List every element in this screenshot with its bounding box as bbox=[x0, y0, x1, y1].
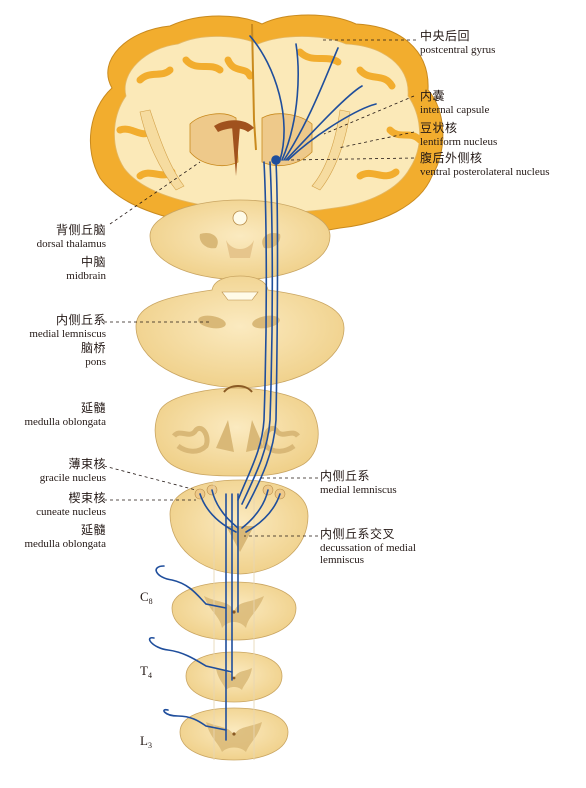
label-en: ventral posterolateral nucleus bbox=[420, 165, 550, 178]
label-vpl-nucleus: 腹后外侧核 ventral posterolateral nucleus bbox=[420, 151, 550, 178]
label-cuneate-nucleus: 楔束核 cuneate nucleus bbox=[36, 491, 106, 518]
label-zh: 腹后外侧核 bbox=[420, 151, 483, 165]
label-zh: 延髓 bbox=[80, 523, 106, 537]
level-subscript: 8 bbox=[148, 597, 153, 606]
label-en-line2: lemniscus bbox=[320, 554, 364, 567]
label-postcentral-gyrus: 中央后回 postcentral gyrus bbox=[420, 29, 496, 56]
label-zh: 楔束核 bbox=[68, 491, 106, 505]
level-letter: T bbox=[140, 663, 148, 678]
label-internal-capsule: 内囊 internal capsule bbox=[420, 89, 490, 116]
label-level-t4: T4 bbox=[140, 663, 152, 680]
label-medulla-lower: 延髓 medulla oblongata bbox=[24, 523, 106, 550]
third-ventricle bbox=[232, 126, 240, 176]
upper-medulla-section bbox=[154, 385, 319, 477]
label-en: postcentral gyrus bbox=[420, 43, 496, 56]
label-zh: 中央后回 bbox=[420, 29, 471, 43]
pons-section bbox=[135, 275, 345, 389]
level-letter: C bbox=[140, 589, 149, 604]
label-lentiform-nucleus: 豆状核 lentiform nucleus bbox=[420, 121, 498, 148]
label-medial-lemniscus-upper: 内侧丘系 medial lemniscus bbox=[29, 313, 106, 340]
leader-lines bbox=[103, 39, 416, 537]
label-zh: 薄束核 bbox=[68, 457, 106, 471]
label-zh: 内侧丘系交叉 bbox=[320, 527, 396, 541]
label-en: pons bbox=[85, 355, 106, 368]
label-gracile-nucleus: 薄束核 gracile nucleus bbox=[39, 457, 106, 484]
label-zh: 延髓 bbox=[80, 401, 106, 415]
label-pons: 脑桥 pons bbox=[80, 341, 106, 368]
label-decussation: 内侧丘系交叉 decussation of medial lemniscus bbox=[320, 527, 416, 567]
internal-capsule-tract bbox=[139, 109, 351, 191]
level-subscript: 4 bbox=[147, 671, 152, 680]
dorsal-column-pathway bbox=[148, 35, 377, 741]
label-zh: 中脑 bbox=[80, 255, 106, 269]
label-medulla-upper: 延髓 medulla oblongata bbox=[24, 401, 106, 428]
midbrain-section bbox=[149, 199, 331, 281]
label-en-line1: decussation of medial bbox=[320, 541, 416, 554]
label-zh: 豆状核 bbox=[420, 121, 458, 135]
inferior-olive-left bbox=[172, 426, 210, 454]
spinal-cord-t4 bbox=[185, 651, 283, 703]
label-en: lentiform nucleus bbox=[420, 135, 498, 148]
label-en: medial lemniscus bbox=[29, 327, 106, 340]
inferior-olive-right bbox=[262, 426, 300, 454]
label-en: internal capsule bbox=[420, 103, 490, 116]
label-en: medulla oblongata bbox=[24, 415, 106, 428]
label-zh: 脑桥 bbox=[80, 341, 106, 355]
label-en: medulla oblongata bbox=[24, 537, 106, 550]
label-zh: 内侧丘系 bbox=[55, 313, 106, 327]
lateral-ventricles bbox=[214, 120, 254, 132]
label-en: dorsal thalamus bbox=[36, 237, 106, 250]
label-midbrain: 中脑 midbrain bbox=[66, 255, 106, 282]
label-en: midbrain bbox=[66, 269, 106, 282]
label-zh: 背侧丘脑 bbox=[55, 223, 106, 237]
label-en: gracile nucleus bbox=[39, 471, 106, 484]
spinal-cord-c8 bbox=[171, 581, 297, 641]
label-zh: 内囊 bbox=[420, 89, 446, 103]
label-en: medial lemniscus bbox=[320, 483, 397, 496]
label-level-c8: C8 bbox=[140, 589, 153, 606]
label-en: cuneate nucleus bbox=[36, 505, 106, 518]
level-subscript: 3 bbox=[147, 741, 152, 750]
spinal-cord-l3 bbox=[179, 707, 289, 761]
level-letter: L bbox=[140, 733, 148, 748]
brain-coronal-section bbox=[89, 14, 444, 234]
label-medial-lemniscus-lower: 内侧丘系 medial lemniscus bbox=[320, 469, 397, 496]
label-level-l3: L3 bbox=[140, 733, 152, 750]
label-zh: 内侧丘系 bbox=[320, 469, 371, 483]
lower-medulla-section bbox=[169, 479, 309, 575]
label-dorsal-thalamus: 背侧丘脑 dorsal thalamus bbox=[36, 223, 106, 250]
longitudinal-fissure bbox=[251, 23, 257, 151]
